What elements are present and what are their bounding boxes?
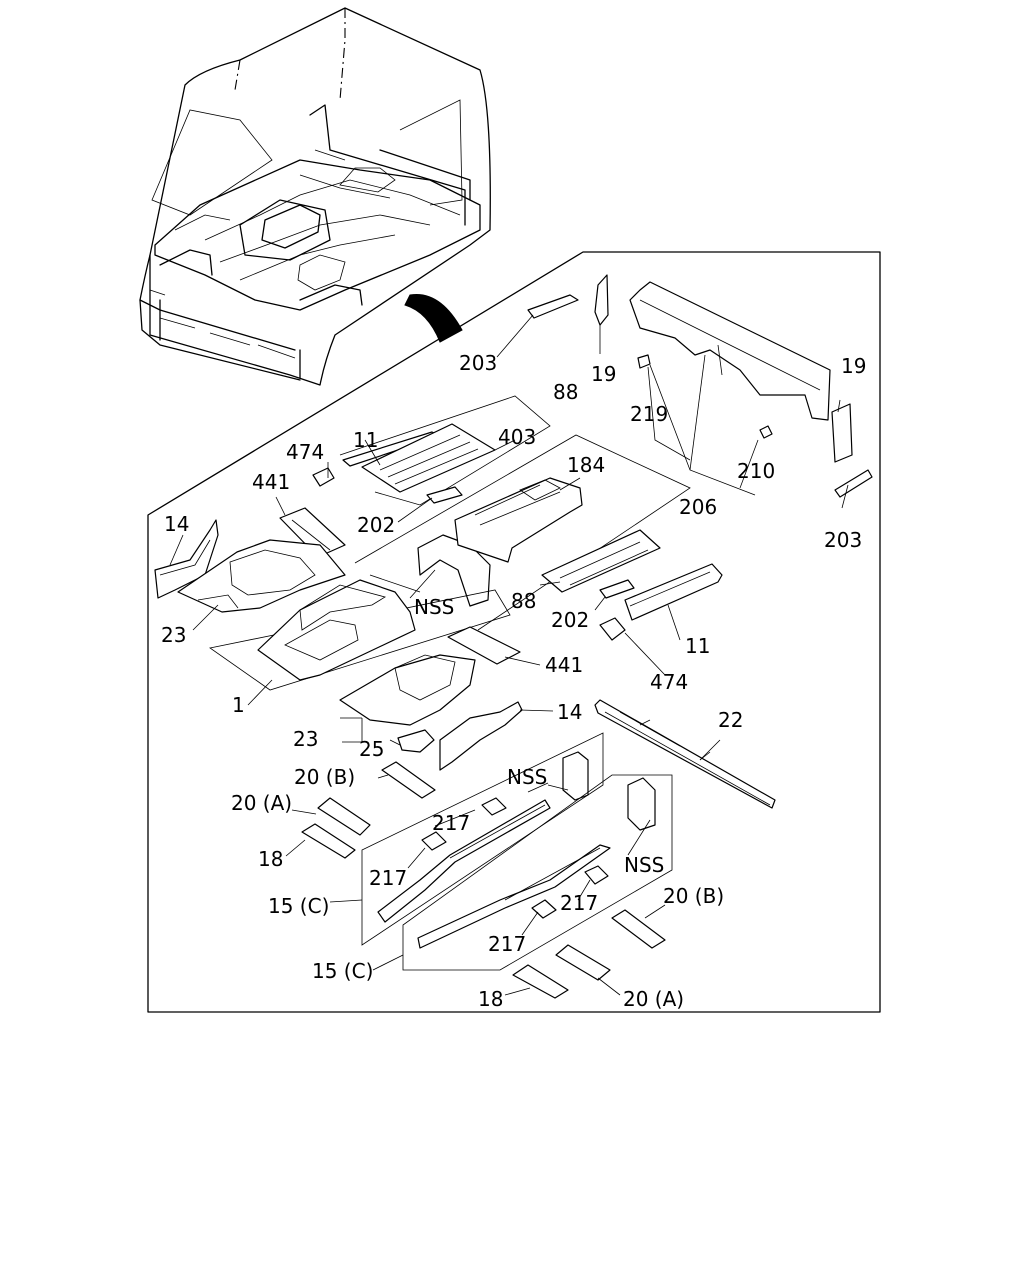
label-20a-right: 20 (A) [623,987,684,1011]
part-nss-reinforcement-left [562,751,589,801]
part-labels: 203 19 88 11 403 474 441 184 219 19 210 … [161,351,866,1011]
part-202-lower [599,579,635,599]
part-217-left-b [421,831,447,851]
label-217-right-b: 217 [488,932,526,956]
label-19-upper: 19 [591,362,616,386]
part-nss-reinforcement-right [627,777,656,831]
part-19-right [831,403,853,463]
label-203-right: 203 [824,528,862,552]
label-11-upper: 11 [353,428,378,452]
label-217-right-a: 217 [560,891,598,915]
part-18-left [301,823,356,859]
part-217-right-a [584,865,609,885]
part-15c-left-side-member [377,799,551,923]
label-206: 206 [679,495,717,519]
leader-lines [169,314,849,996]
part-88-lower [541,529,661,593]
label-18-left: 18 [258,847,283,871]
part-219-clip [637,354,651,369]
part-474-lower [599,617,626,641]
part-15c-right-side-member [417,844,611,949]
label-19-right: 19 [841,354,866,378]
label-15c-right: 15 (C) [312,959,373,983]
part-14-left [154,519,219,599]
label-20b-left: 20 (B) [294,765,355,789]
label-25: 25 [359,737,384,761]
part-20a-left [317,797,371,836]
label-23-lower: 23 [293,727,318,751]
part-22-cross-member [594,699,776,809]
part-11-lower [624,563,723,621]
part-20b-left [381,761,436,799]
part-441-lower [447,626,521,665]
part-23-left [177,539,346,613]
part-217-left-a [481,797,507,816]
label-nss-left: NSS [507,765,547,789]
part-19-left-upper [594,274,609,326]
label-88-upper: 88 [553,380,578,404]
label-217-left-a: 217 [432,811,470,835]
part-25-bracket [397,729,435,753]
label-14-left: 14 [164,512,189,536]
label-11-lower: 11 [685,634,710,658]
label-23-left: 23 [161,623,186,647]
exploded-view-frame [147,251,881,1013]
part-18-right [512,964,569,999]
label-15c-left: 15 (C) [268,894,329,918]
part-474-upper [312,467,335,487]
part-206-rear-cross-panel [629,281,831,421]
label-18-right: 18 [478,987,503,1011]
part-1-main-floor [257,579,416,681]
part-nss-tunnel-upper [417,534,491,607]
label-88-lower: 88 [511,589,536,613]
label-202-lower: 202 [551,608,589,632]
label-14-right: 14 [557,700,582,724]
part-210-clip [759,425,773,439]
label-219: 219 [630,402,668,426]
label-203-upper: 203 [459,351,497,375]
label-403: 403 [498,425,536,449]
group-outline-15c-left [361,732,604,946]
label-184: 184 [567,453,605,477]
label-474-lower: 474 [650,670,688,694]
part-20a-right [555,944,611,981]
label-210: 210 [737,459,775,483]
part-184-center-panel [454,477,583,563]
part-14-right [439,701,523,771]
label-nss-tunnel: NSS [414,595,454,619]
label-20b-right: 20 (B) [663,884,724,908]
part-202-upper [426,486,463,504]
part-203-right-upper [527,294,579,319]
label-22: 22 [718,708,743,732]
label-nss-right: NSS [624,853,664,877]
label-441-upper: 441 [252,470,290,494]
part-20b-right [611,909,666,949]
part-217-right-b [531,899,557,919]
label-1: 1 [232,693,245,717]
group-outline-15c-right [402,774,673,971]
label-474-upper: 474 [286,440,324,464]
vehicle-cab-overview [139,7,491,386]
part-23-lower [339,654,476,726]
leader-23-bracket [340,717,363,743]
part-203-right-lower [834,469,873,498]
label-217-left-b: 217 [369,866,407,890]
label-20a-left: 20 (A) [231,791,292,815]
group-outline-88-upper [339,395,551,506]
label-441-lower: 441 [545,653,583,677]
view-pointer-arrow [404,293,463,343]
label-202-upper: 202 [357,513,395,537]
